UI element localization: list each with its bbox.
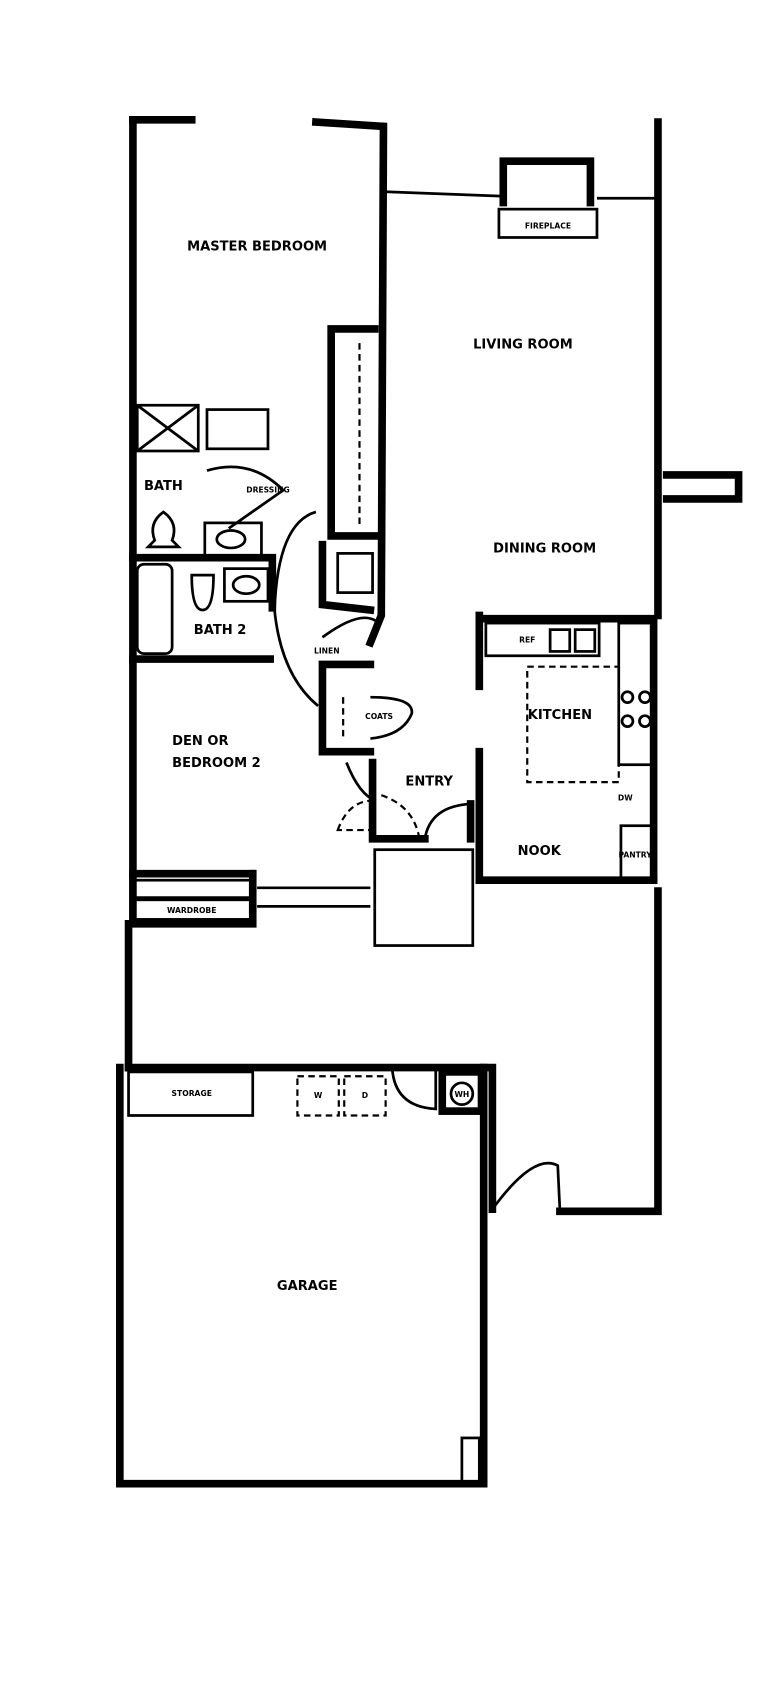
label-entry: ENTRY: [405, 774, 453, 789]
label-pantry: PANTRY: [618, 850, 652, 859]
label-water-heater: WH: [455, 1090, 470, 1099]
label-bath-2: BATH 2: [194, 623, 247, 638]
label-bath: BATH: [144, 479, 183, 494]
label-ref: REF: [519, 636, 535, 645]
label-nook: NOOK: [518, 844, 562, 859]
label-kitchen: KITCHEN: [528, 708, 592, 723]
label-dw: DW: [618, 794, 633, 803]
label-wardrobe: WARDROBE: [167, 906, 216, 915]
label-dryer: D: [362, 1091, 368, 1100]
label-fireplace: FIREPLACE: [525, 222, 571, 231]
label-washer: W: [314, 1091, 323, 1100]
label-dressing: DRESSING: [246, 485, 289, 494]
label-den-line2: BEDROOM 2: [172, 756, 261, 771]
label-living-room: LIVING ROOM: [473, 338, 573, 353]
walls: [116, 116, 743, 1488]
label-coats: COATS: [365, 712, 393, 721]
label-garage: GARAGE: [277, 1279, 338, 1294]
label-master-bedroom: MASTER BEDROOM: [187, 240, 327, 255]
details: [127, 157, 658, 1483]
label-dining-room: DINING ROOM: [493, 541, 596, 556]
room-labels: MASTER BEDROOM LIVING ROOM FIREPLACE DIN…: [144, 222, 652, 1294]
label-storage: STORAGE: [172, 1089, 212, 1098]
fireplace-hearth: [499, 157, 595, 207]
label-den-line1: DEN OR: [172, 734, 228, 749]
label-linen: LINEN: [314, 647, 340, 656]
